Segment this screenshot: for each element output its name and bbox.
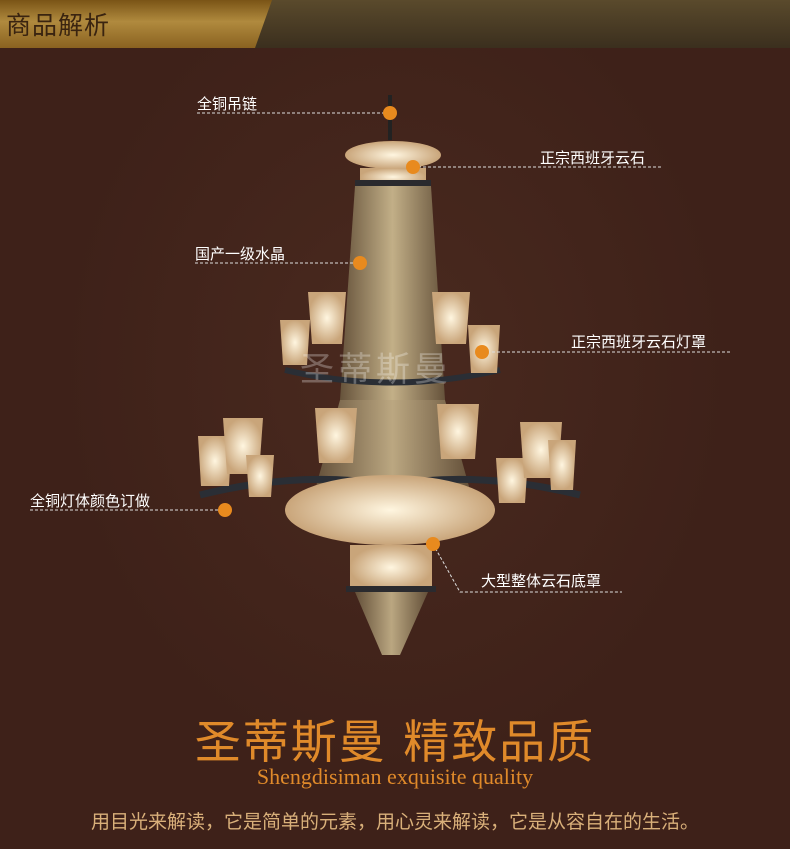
slogan: 用目光来解读，它是简单的元素，用心灵来解读，它是从容自在的生活。 bbox=[90, 811, 699, 833]
header-tab bbox=[0, 0, 272, 48]
chandelier bbox=[198, 95, 581, 655]
callout-chain: 全铜吊链 bbox=[197, 95, 258, 113]
callout-shade: 正宗西班牙云石灯罩 bbox=[571, 333, 707, 351]
callout-lines bbox=[30, 112, 731, 593]
callout-top-stone: 正宗西班牙云石 bbox=[540, 149, 646, 167]
brand-watermark: 圣蒂斯曼 bbox=[300, 350, 452, 390]
callout-crystal: 国产一级水晶 bbox=[195, 245, 286, 263]
section-title: 商品解析 bbox=[6, 11, 111, 40]
brand-title: 圣蒂斯曼 精致品质 bbox=[194, 715, 596, 769]
callout-body: 全铜灯体颜色订做 bbox=[30, 492, 151, 510]
section-header: 商品解析 bbox=[0, 0, 790, 48]
brand-subtitle: Shengdisiman exquisite quality bbox=[256, 764, 534, 789]
callout-bottom: 大型整体云石底罩 bbox=[481, 572, 602, 590]
callout-dots bbox=[218, 106, 489, 551]
